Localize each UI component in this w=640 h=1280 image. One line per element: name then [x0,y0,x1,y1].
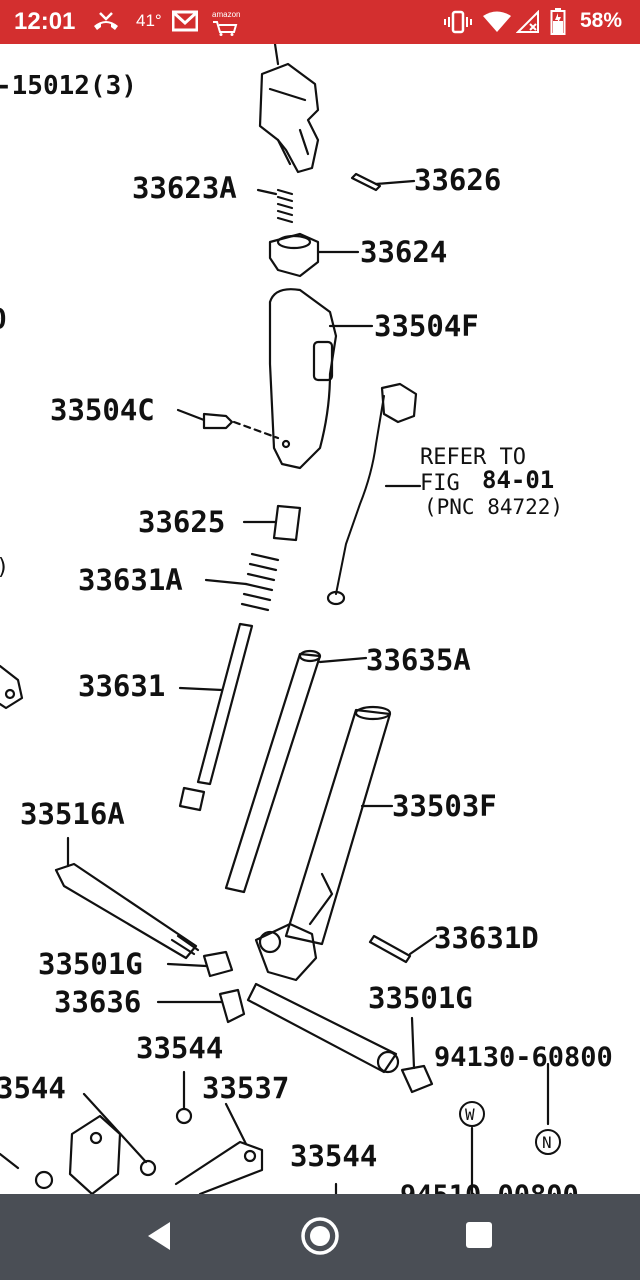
bushing-33501G-right [400,1064,434,1094]
label-33625: 33625 [138,505,225,539]
label-33503F: 33503F [392,789,497,823]
bolt-33516A [54,862,198,960]
gmail-icon [172,10,198,32]
label-33516A: 33516A [20,797,125,831]
handle-33504F [268,288,338,470]
recents-button[interactable] [462,1218,496,1252]
label-cut-off-bottom: 94510-00800 [400,1180,579,1194]
home-button[interactable] [298,1214,342,1258]
home-icon [301,1217,339,1255]
label-33631: 33631 [78,669,165,703]
sensor-part [380,382,418,424]
battery-icon [550,8,566,35]
status-temperature: 41° [136,11,162,30]
label-33635A: 33635A [366,643,471,677]
label-paren: ) [0,555,9,580]
wifi-icon [483,11,511,32]
label-33501G-left: 33501G [38,947,143,981]
marker-n: N [542,1133,552,1152]
back-button[interactable] [140,1216,180,1256]
status-bar: 12:01 41° amazon 58% [0,0,640,44]
plate-33537 [174,1140,264,1194]
refer-line-2-prefix: FIG [420,471,460,496]
label-94130: 94130-60800 [434,1042,613,1073]
recents-icon [466,1222,492,1248]
tube-33503F [284,708,392,946]
label-33624: 33624 [360,235,447,269]
marker-n-circle [535,1129,561,1155]
label-33537: 33537 [202,1071,289,1105]
label-15012: -15012(3) [0,71,137,101]
label-33631A: 33631A [78,563,183,597]
bracket-left [68,1114,122,1194]
missed-call-icon [94,12,118,30]
label-33636: 33636 [54,985,141,1019]
collar-33624 [268,232,320,278]
label-0: 0 [0,302,7,335]
label-3544-left: 3544 [0,1071,66,1105]
label-33504F: 33504F [374,309,479,343]
amazon-text: amazon [212,10,241,19]
label-33626: 33626 [414,163,501,197]
rod-33631 [196,622,254,786]
refer-line-1: REFER TO [420,445,526,470]
rod-33635A [224,652,322,894]
parts-diagram: -15012(3) 33626 33623A 33624 33504F 0 33… [0,44,613,1194]
navigation-bar [0,1194,640,1280]
no-signal-icon [516,10,539,33]
vibrate-icon [444,10,472,34]
label-33544-bottom: 33544 [290,1139,377,1173]
pin-33626 [350,172,382,192]
label-33631D: 33631D [434,921,539,955]
status-time: 12:01 [14,8,76,35]
part-33636 [218,988,246,1024]
spring-33631A [240,552,280,612]
battery-percent: 58% [580,9,623,32]
label-33544-mid: 33544 [136,1031,223,1065]
label-33623A: 33623A [132,171,237,205]
clevis-part [254,922,318,982]
label-33504C: 33504C [50,393,155,427]
pin-33631D [368,934,412,964]
spring-33623A [276,188,294,224]
nut-33544 [175,1107,193,1125]
label-33501G-right: 33501G [368,981,473,1015]
marker-w-circle [459,1101,485,1127]
refer-line-2-num: 84-01 [482,466,554,494]
parts-diagram-view[interactable]: -15012(3) 33626 33623A 33624 33504F 0 33… [0,44,640,1194]
marker-w: W [465,1105,475,1124]
bushing-33501G-left [202,950,234,978]
amazon-cart-icon [213,21,238,36]
refer-line-3: (PNC 84722) [424,495,563,519]
sleeve-33625 [272,504,302,542]
nut-bottom-left [139,1159,157,1177]
top-knob-part [258,62,320,174]
back-icon [148,1222,170,1250]
screw-33504C [202,412,234,430]
